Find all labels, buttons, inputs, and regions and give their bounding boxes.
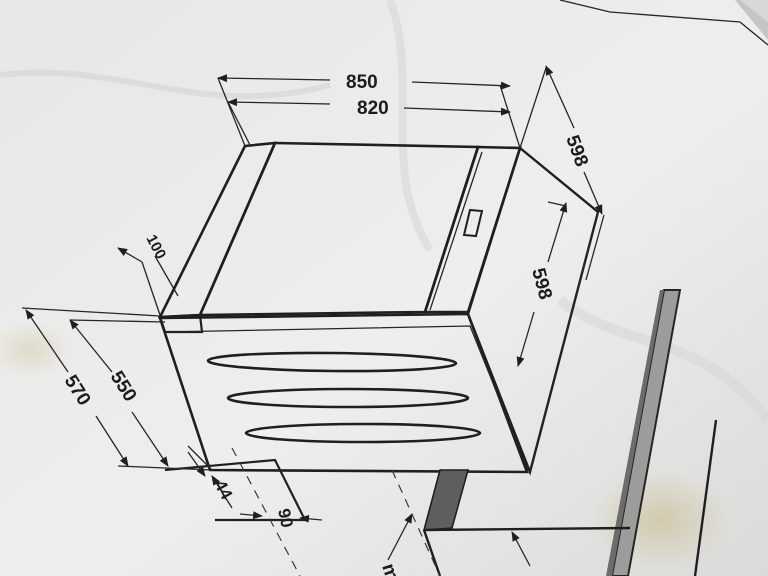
dim-line-44 [187, 451, 206, 477]
oven-front-door [158, 312, 529, 474]
cabinet-edge [693, 419, 718, 576]
door-handle-middle [226, 387, 470, 409]
extension-line [154, 255, 179, 297]
dim-line-570 [25, 309, 69, 373]
extension-line [69, 319, 166, 323]
dim-line-550 [131, 411, 169, 467]
dim-line-598-inner [516, 311, 535, 367]
dim-line-90 [239, 511, 263, 520]
dim-label-820: 820 [357, 98, 389, 119]
dim-line-partial [387, 513, 413, 561]
dim-line-850 [411, 81, 511, 90]
door-handle-bottom [244, 422, 482, 444]
panel-edge-line [429, 151, 483, 311]
dim-label-partial: m [377, 561, 402, 576]
oven-right-side [466, 145, 600, 476]
cabinet-shelf-line [423, 526, 631, 532]
dim-line-820 [403, 107, 511, 116]
dim-line-598-inner [547, 202, 568, 263]
center-line-dashed [231, 447, 301, 576]
dim-line-598-outer [545, 65, 575, 129]
extension-line [117, 465, 213, 471]
base-recess [164, 458, 307, 522]
dim-label-850: 850 [346, 72, 378, 93]
display-window [462, 208, 484, 238]
dim-line-100 [117, 247, 143, 263]
dim-label-90: 90 [274, 507, 297, 529]
dim-line-cabinet [511, 531, 531, 567]
cabinet-shelf-edge [422, 469, 470, 531]
extension-line [217, 77, 246, 147]
door-handle-top [206, 351, 458, 373]
extension-line [227, 101, 251, 146]
extension-line [499, 84, 521, 149]
dim-line-598-outer [583, 171, 603, 215]
dim-line-850 [217, 74, 331, 83]
dim-line-820 [227, 98, 331, 107]
extension-line [21, 307, 161, 317]
extension-line [529, 211, 599, 471]
stain-mark [0, 322, 70, 378]
dim-line-570 [95, 415, 129, 467]
dim-line-90 [299, 514, 323, 523]
center-line-dashed [391, 469, 441, 576]
extension-line [519, 67, 547, 149]
dim-line-550 [69, 319, 113, 373]
